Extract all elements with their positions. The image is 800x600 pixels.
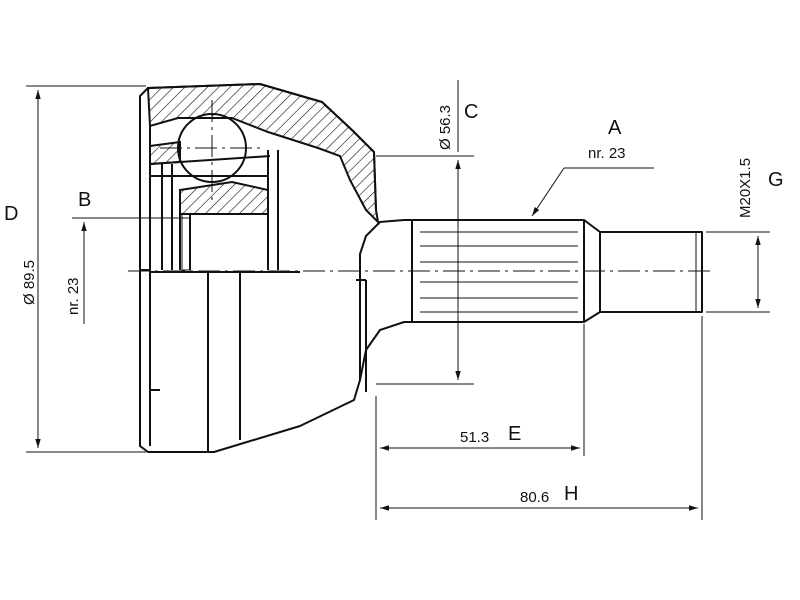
total-length-value: 80.6 (520, 489, 549, 506)
label-c: C (464, 101, 478, 123)
housing-neck (359, 321, 412, 381)
outer-diameter-value: Ø 89.5 (21, 260, 38, 305)
dimension-b: B nr. 23 (65, 189, 190, 324)
dimension-c: C Ø 56.3 (376, 80, 478, 385)
dimension-g: G M20X1.5 (706, 158, 784, 313)
inner-splines-value: nr. 23 (65, 277, 82, 315)
inner-diameter-value: Ø 56.3 (437, 105, 454, 150)
outer-splines-value: nr. 23 (588, 145, 626, 162)
label-h: H (564, 483, 578, 505)
joint-housing (139, 82, 412, 453)
label-e: E (508, 423, 521, 445)
thread-section (599, 231, 703, 313)
outer-race-hatch (149, 140, 181, 166)
label-b: B (78, 189, 91, 211)
dimension-h: 80.6 H (380, 316, 703, 520)
dimension-e: 51.3 E (375, 324, 585, 520)
shaft-length-value: 51.3 (460, 429, 489, 446)
leader-line-a (531, 167, 565, 217)
cage-window (181, 213, 191, 271)
label-g: G (768, 169, 784, 191)
dimension-a: A nr. 23 (531, 117, 654, 217)
housing-outline-top (147, 83, 377, 211)
splined-shaft (411, 219, 703, 323)
dimension-d: D Ø 89.5 (4, 85, 146, 453)
inner-race-hatch (179, 180, 269, 215)
thread-value: M20X1.5 (737, 158, 754, 218)
label-a: A (608, 117, 622, 139)
housing-inner-line (149, 155, 271, 165)
housing-outline (139, 87, 412, 453)
label-d: D (4, 203, 18, 225)
